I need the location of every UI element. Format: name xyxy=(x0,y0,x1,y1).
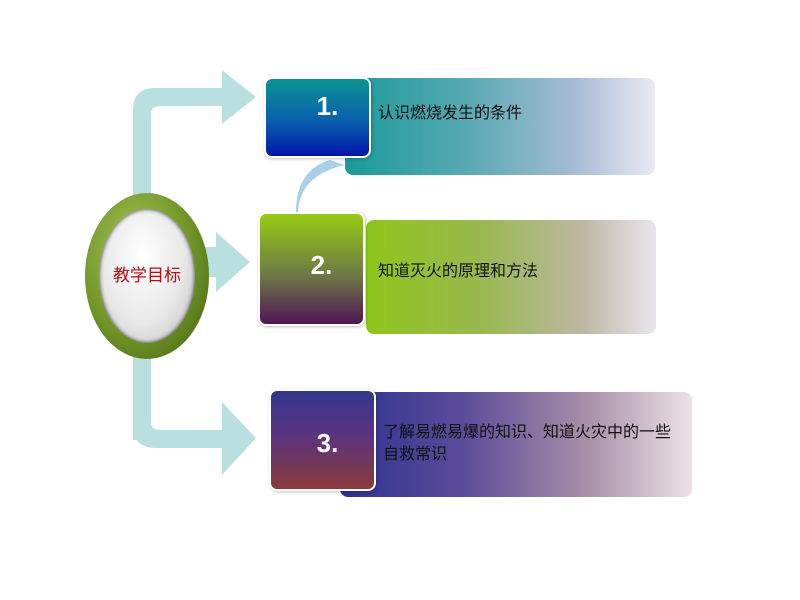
item-1-number: 1. xyxy=(264,77,371,158)
bottom-arrow xyxy=(133,300,256,475)
center-badge: 教学目标 xyxy=(85,193,209,359)
item-1-text: 认识燃烧发生的条件 xyxy=(378,103,523,122)
center-label: 教学目标 xyxy=(113,266,181,286)
item-1-bar xyxy=(345,78,655,175)
curl-connector xyxy=(296,160,345,212)
item-2-bar xyxy=(366,220,656,334)
item-2-number: 2. xyxy=(258,212,365,326)
item-3-number: 3. xyxy=(269,389,376,491)
item-3-bar xyxy=(340,392,692,497)
item-3-text: 了解易燃易爆的知识、知道火灾中的一些自救常识 xyxy=(383,422,672,463)
item-2-text: 知道灭火的原理和方法 xyxy=(378,261,539,280)
